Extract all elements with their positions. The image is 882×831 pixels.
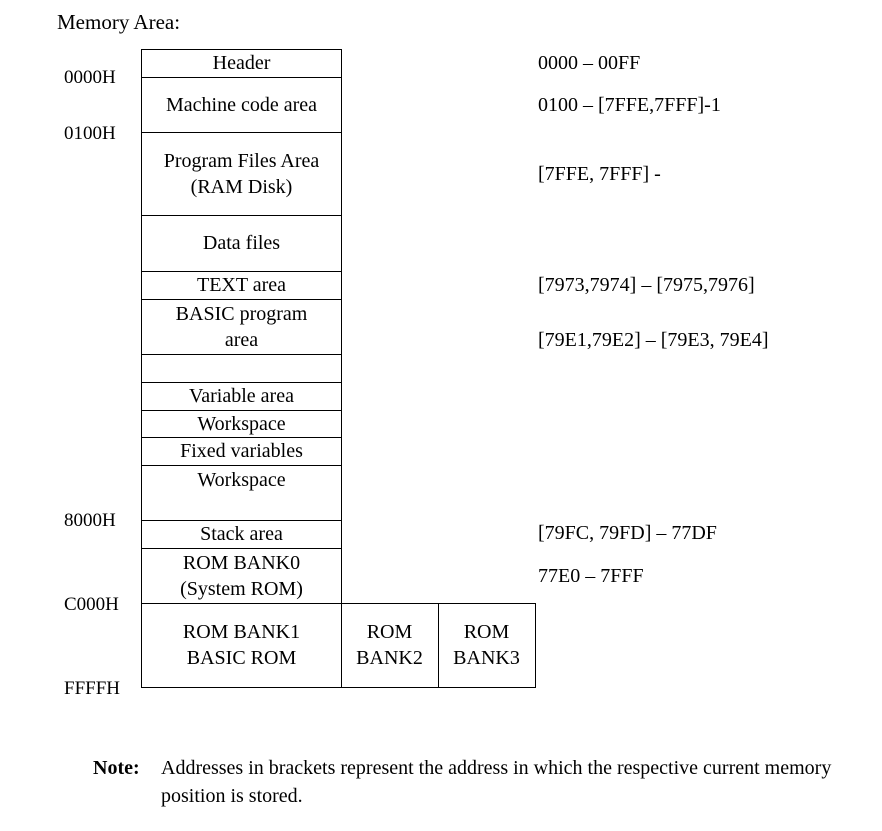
footnote: Note: Addresses in brackets represent th… — [93, 754, 831, 807]
diagram-title: Memory Area: — [57, 10, 181, 34]
block-workspace: Workspace — [197, 412, 286, 435]
block-rom-bank2: ROM BANK2 — [356, 621, 423, 669]
block-variable-area: Variable area — [189, 385, 294, 407]
block-data-files: Data files — [202, 232, 281, 254]
divider — [141, 77, 342, 78]
block-rom-bank3: ROM BANK3 — [453, 621, 520, 669]
map-border-right — [341, 49, 342, 687]
block-header: Header — [212, 52, 271, 74]
divider — [141, 437, 342, 438]
block-stack-area: Stack area — [200, 523, 283, 545]
divider — [141, 520, 342, 521]
block-empty — [141, 354, 342, 382]
block-rom-bank0: ROM BANK0 (System ROM) — [180, 551, 303, 600]
block-basic-program: BASIC program area — [175, 302, 308, 351]
divider — [141, 215, 342, 216]
range-label: 0100 – [7FFE,7FFF]-1 — [538, 94, 721, 116]
block-rom-bank1: ROM BANK1 BASIC ROM — [182, 621, 301, 669]
divider — [141, 410, 342, 411]
divider — [141, 603, 536, 604]
block-machine-code: Machine code area — [165, 93, 317, 116]
divider — [141, 382, 342, 383]
address-label: 0100H — [64, 123, 116, 144]
divider — [141, 354, 342, 355]
divider — [141, 465, 342, 466]
divider — [141, 271, 342, 272]
divider — [141, 132, 342, 133]
address-label: 8000H — [64, 510, 116, 531]
address-label: C000H — [64, 594, 119, 615]
range-label: [79FC, 79FD] – 77DF — [538, 522, 717, 544]
range-label: [79E1,79E2] – [79E3, 79E4] — [538, 329, 769, 351]
range-label: [7FFE, 7FFF] - — [538, 163, 661, 185]
divider — [141, 548, 342, 549]
block-text-area: TEXT area — [196, 274, 287, 296]
range-label: 0000 – 00FF — [538, 52, 641, 74]
range-label: [7973,7974] – [7975,7976] — [538, 274, 755, 296]
map-border-left — [141, 49, 142, 687]
note-text: Addresses in brackets represent the addr… — [161, 757, 832, 807]
note-label: Note: — [93, 757, 140, 779]
range-label: 77E0 – 7FFF — [538, 565, 644, 587]
divider — [141, 687, 536, 688]
block-workspace: Workspace — [197, 469, 286, 491]
divider — [141, 299, 342, 300]
address-label: FFFFH — [64, 678, 120, 699]
rom-bank-border-right — [535, 603, 536, 687]
block-fixed-variables: Fixed variables — [180, 440, 303, 462]
block-program-files: Program Files Area (RAM Disk) — [163, 149, 320, 198]
divider — [141, 49, 342, 50]
address-label: 0000H — [64, 67, 116, 88]
rom-bank-divider — [438, 603, 439, 687]
